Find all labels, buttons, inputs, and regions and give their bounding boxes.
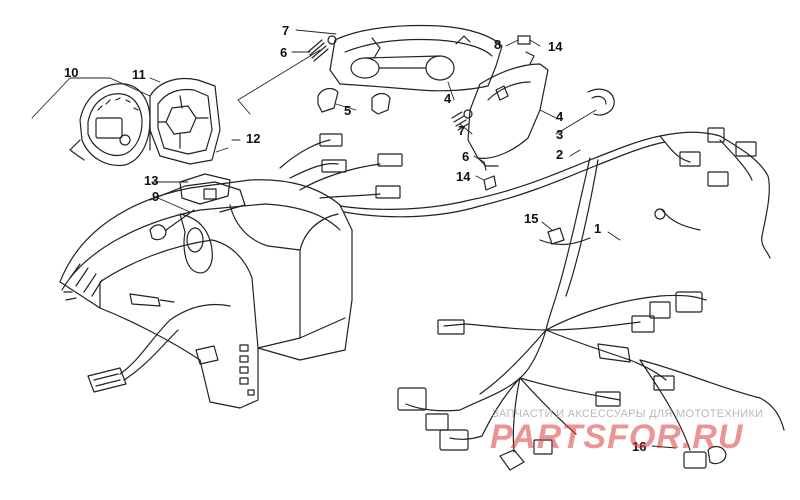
callout-4-upper: 4 — [556, 109, 564, 124]
callout-12: 12 — [246, 131, 261, 146]
callout-13: 13 — [144, 173, 159, 188]
callout-10: 10 — [64, 65, 79, 80]
watermark-logo: PARTSFOR.RU — [490, 418, 744, 456]
callout-7-right: 7 — [458, 123, 466, 138]
callout-1: 1 — [594, 221, 602, 236]
dash-housing — [59, 173, 353, 409]
gauge-assembly — [69, 83, 151, 167]
callout-2: 2 — [556, 147, 564, 162]
callout-4-lower: 4 — [444, 91, 452, 106]
leaders-upper — [237, 29, 597, 181]
gauge-bezel — [149, 77, 221, 165]
side-housing — [307, 35, 615, 191]
callout-16: 16 — [632, 439, 647, 454]
callout-6-left: 6 — [280, 45, 288, 60]
callout-6-right: 6 — [462, 149, 470, 164]
callout-8: 8 — [494, 37, 502, 52]
leaders-gauge — [31, 77, 241, 153]
callout-14-upper: 14 — [548, 39, 563, 54]
dash-lower-wiring — [87, 209, 231, 393]
callout-14-lower: 14 — [456, 169, 471, 184]
callout-11: 11 — [132, 67, 146, 82]
callout-3: 3 — [556, 127, 564, 142]
upper-harness — [279, 127, 771, 259]
callout-15: 15 — [524, 211, 539, 226]
leaders-lower — [151, 181, 677, 449]
watermark-caption: ЗАПЧАСТИ И АКСЕССУАРЫ ДЛЯ МОТОТЕХНИКИ — [492, 408, 764, 420]
headlight-housing — [317, 24, 503, 115]
callout-9: 9 — [152, 189, 160, 204]
main-harness — [397, 157, 785, 471]
callout-5: 5 — [344, 103, 352, 118]
callout-7-left: 7 — [282, 23, 290, 38]
